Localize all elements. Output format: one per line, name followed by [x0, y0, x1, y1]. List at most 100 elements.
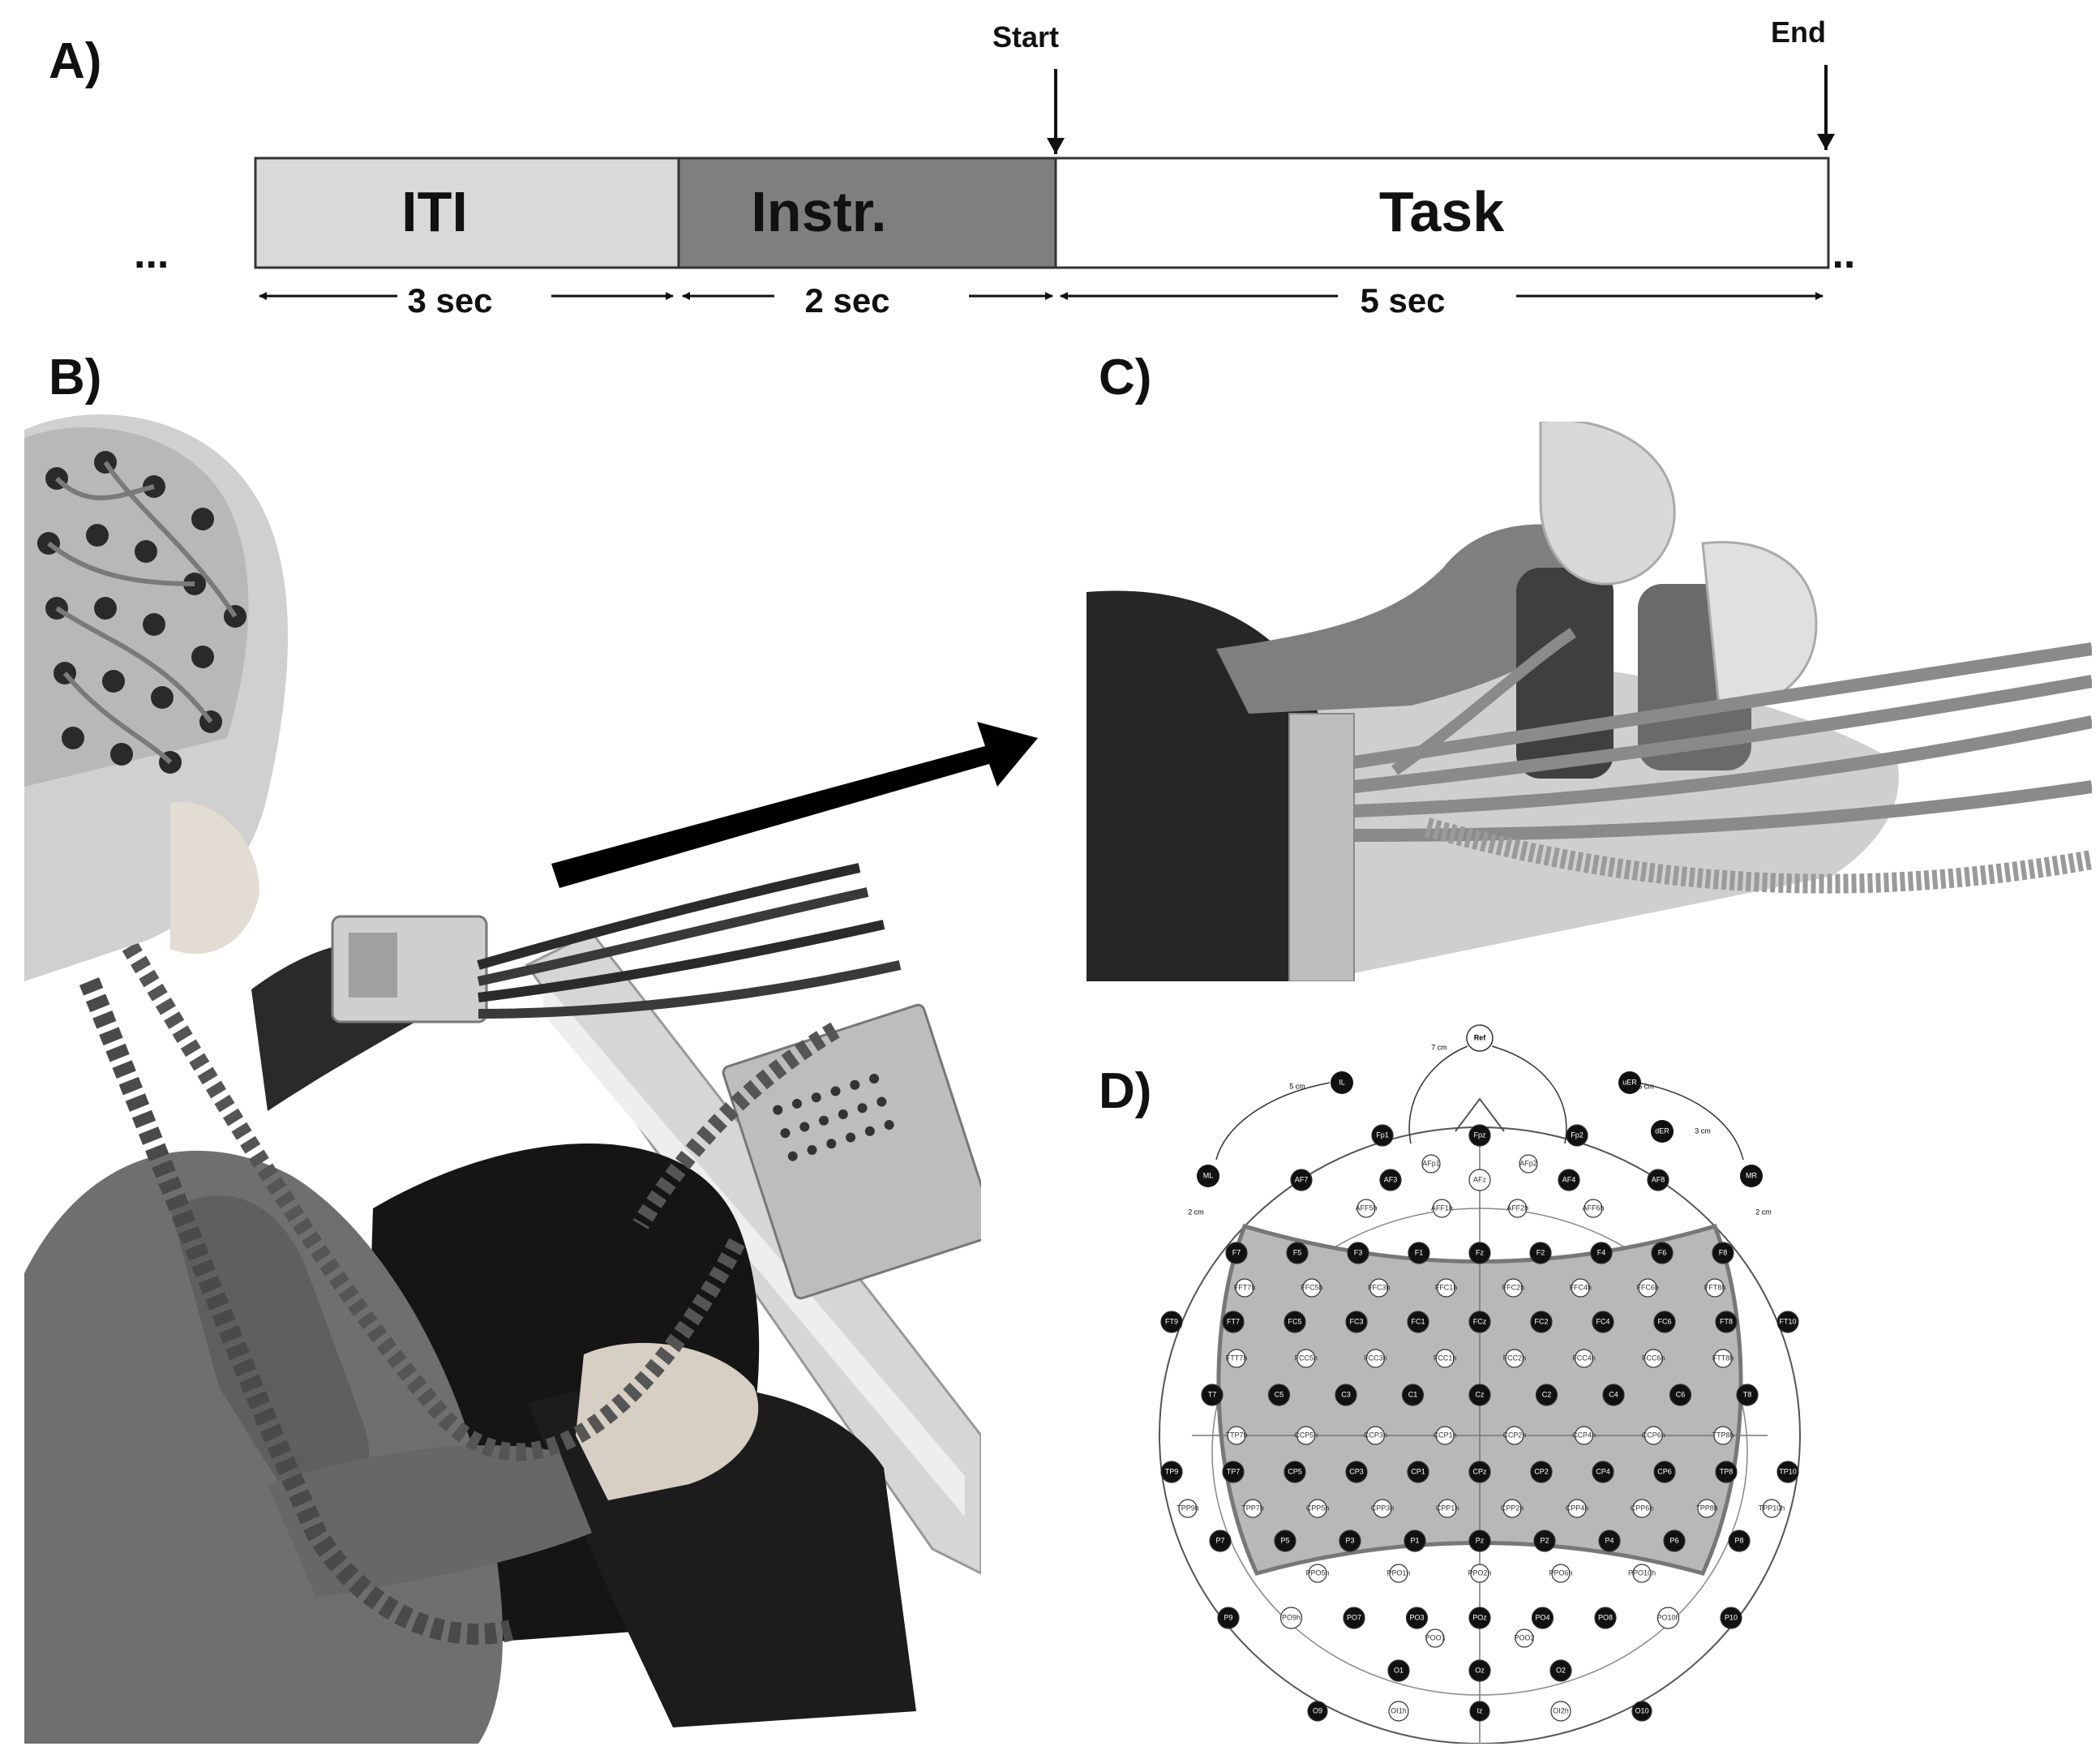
electrode-af3: AF3: [1379, 1169, 1402, 1191]
electrode-p6: P6: [1663, 1530, 1686, 1552]
start-label: Start: [992, 20, 1059, 54]
svg-text:AFz: AFz: [1473, 1175, 1487, 1183]
svg-text:TP10: TP10: [1779, 1467, 1797, 1475]
electrode-ttp8h: TTP8h: [1712, 1426, 1734, 1445]
svg-text:PO4: PO4: [1535, 1613, 1549, 1621]
electrode-ffc2h: FFC2h: [1502, 1278, 1524, 1298]
electrode-ft10: FT10: [1776, 1311, 1799, 1333]
svg-text:TTP7h: TTP7h: [1225, 1431, 1247, 1439]
svg-text:CPP3h: CPP3h: [1371, 1504, 1395, 1512]
electrode-aff2h: AFF2h: [1506, 1199, 1528, 1218]
svg-text:ML: ML: [1203, 1171, 1214, 1179]
svg-text:FTT8h: FTT8h: [1712, 1354, 1734, 1362]
electrode-poo2: POO2: [1514, 1628, 1535, 1648]
svg-text:P3: P3: [1345, 1536, 1354, 1544]
svg-text:F4: F4: [1597, 1248, 1606, 1256]
svg-text:CCP3h: CCP3h: [1364, 1431, 1387, 1439]
electrode-ttp7h: TTP7h: [1225, 1426, 1248, 1445]
electrode-cp4: CP4: [1592, 1461, 1614, 1483]
electrode-f5: F5: [1286, 1242, 1309, 1264]
svg-text:CCP6h: CCP6h: [1642, 1431, 1665, 1439]
electrode-ccp3h: CCP3h: [1364, 1426, 1387, 1445]
svg-text:C5: C5: [1275, 1390, 1284, 1398]
electrode-po9h: PO9h: [1279, 1607, 1303, 1629]
electrode-cpp5h: CPP5h: [1306, 1499, 1329, 1518]
svg-text:CPz: CPz: [1472, 1467, 1487, 1475]
electrode-ppo5h: PPO5h: [1305, 1564, 1330, 1583]
svg-text:OI2h: OI2h: [1553, 1706, 1569, 1714]
svg-text:FCC2h: FCC2h: [1503, 1354, 1527, 1362]
electrode-tp9: TP9: [1160, 1461, 1183, 1483]
svg-text:F8: F8: [1719, 1248, 1728, 1256]
svg-text:AFF1h: AFF1h: [1431, 1204, 1453, 1212]
electrode-p3: P3: [1339, 1530, 1361, 1552]
electrode-fcc5h: FCC5h: [1294, 1349, 1318, 1368]
svg-text:TP9: TP9: [1165, 1467, 1179, 1475]
electrode-ccp6h: CCP6h: [1642, 1426, 1665, 1445]
electrode-c4: C4: [1602, 1384, 1625, 1406]
svg-text:5 cm: 5 cm: [1638, 1082, 1654, 1090]
svg-text:PO10h: PO10h: [1656, 1613, 1679, 1621]
svg-text:P4: P4: [1605, 1536, 1614, 1544]
electrode-aff1h: AFF1h: [1431, 1199, 1453, 1218]
svg-text:TPP9h: TPP9h: [1176, 1504, 1199, 1512]
svg-text:PO3: PO3: [1409, 1613, 1424, 1621]
electrode-ppo6h: PPO6h: [1549, 1564, 1573, 1583]
svg-text:CPP1h: CPP1h: [1436, 1504, 1459, 1512]
svg-text:Iz: Iz: [1476, 1706, 1483, 1714]
svg-text:CPP4h: CPP4h: [1566, 1504, 1589, 1512]
svg-text:P5: P5: [1280, 1536, 1289, 1544]
panel-b-label: B): [49, 350, 102, 405]
electrode-tpp10h: TPP10h: [1759, 1499, 1785, 1518]
svg-text:CP3: CP3: [1349, 1467, 1364, 1475]
svg-text:PPO2h: PPO2h: [1468, 1568, 1491, 1577]
electrode-aff6h: AFF6h: [1582, 1199, 1605, 1218]
participant-eeg-photo: [24, 414, 981, 1744]
electrode-o9: O9: [1307, 1701, 1328, 1722]
electrode-cpp1h: CPP1h: [1436, 1499, 1459, 1518]
svg-text:CP6: CP6: [1657, 1467, 1672, 1475]
svg-text:F3: F3: [1354, 1248, 1363, 1256]
electrode-t8: T8: [1736, 1384, 1759, 1406]
electrode-cpp3h: CPP3h: [1371, 1499, 1395, 1518]
svg-text:FCC3h: FCC3h: [1364, 1354, 1387, 1362]
svg-text:POz: POz: [1472, 1613, 1487, 1621]
svg-text:TP8: TP8: [1720, 1467, 1734, 1475]
electrode-fc1: FC1: [1407, 1311, 1429, 1333]
electrode-ffc3h: FFC3h: [1368, 1278, 1390, 1298]
electrode-poz: POz: [1468, 1607, 1491, 1629]
distance-labels: 7 cm 5 cm 5 cm 3 cm 2 cm 2 cm: [1188, 1043, 1772, 1216]
electrode-tp7: TP7: [1222, 1461, 1245, 1483]
electrode-fp2: Fp2: [1566, 1124, 1588, 1147]
electrode-oi2h: OI2h: [1550, 1701, 1571, 1722]
electrode-p2: P2: [1533, 1530, 1556, 1552]
electrode-f3: F3: [1347, 1242, 1369, 1264]
svg-text:FC2: FC2: [1534, 1317, 1548, 1325]
svg-text:7 cm: 7 cm: [1431, 1043, 1447, 1051]
svg-text:Oz: Oz: [1475, 1666, 1485, 1674]
svg-text:FC4: FC4: [1596, 1317, 1609, 1325]
electrode-fft8h: FFT8h: [1704, 1278, 1725, 1298]
electrode-fcc3h: FCC3h: [1364, 1349, 1387, 1368]
electrode-ppo2h: PPO2h: [1468, 1564, 1492, 1583]
svg-text:FT10: FT10: [1779, 1317, 1796, 1325]
segment-iti-label: ITI: [401, 180, 468, 243]
electrode-ft7: FT7: [1222, 1311, 1245, 1333]
svg-text:AF7: AF7: [1295, 1175, 1309, 1183]
ellipsis-left: ...: [134, 230, 169, 277]
svg-text:IL: IL: [1339, 1078, 1345, 1086]
electrode-afz: AFz: [1468, 1169, 1491, 1191]
svg-text:MR: MR: [1746, 1171, 1757, 1179]
panel-d-label: D): [1099, 1063, 1152, 1119]
end-label: End: [1771, 15, 1826, 49]
ref-electrode: Ref: [1466, 1024, 1494, 1052]
electrode-ffc4h: FFC4h: [1570, 1278, 1592, 1298]
segment-instruction-label: Instr.: [751, 180, 886, 243]
svg-text:P7: P7: [1215, 1536, 1224, 1544]
electrode-f2: F2: [1529, 1242, 1552, 1264]
svg-text:TTP8h: TTP8h: [1712, 1431, 1734, 1439]
svg-text:FFC5h: FFC5h: [1301, 1283, 1323, 1291]
svg-text:CP1: CP1: [1411, 1467, 1425, 1475]
svg-text:FFC4h: FFC4h: [1570, 1283, 1592, 1291]
